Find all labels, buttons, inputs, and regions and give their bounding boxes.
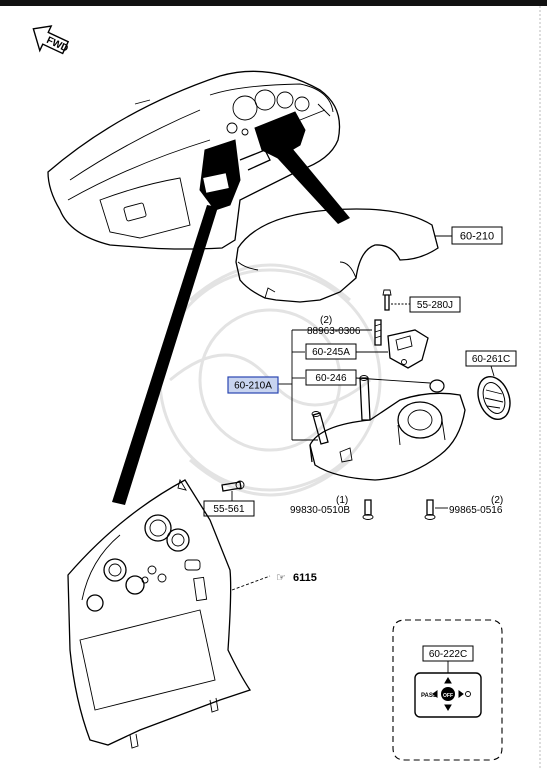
lower-column-cover bbox=[309, 375, 466, 481]
callout-60-222C: 60-222C bbox=[429, 649, 467, 660]
upper-column-cover bbox=[235, 208, 439, 303]
hazard-switch: OFF PASS bbox=[414, 672, 482, 718]
screw-99865-0516 bbox=[424, 499, 436, 520]
leader-6115 bbox=[231, 575, 271, 591]
callout-box-60-210 bbox=[451, 226, 503, 245]
callout-60-261C: 60-261C bbox=[472, 354, 510, 365]
callout-55-561: 55-561 bbox=[213, 504, 245, 515]
switch-off-label: OFF bbox=[443, 693, 453, 699]
qty-88963-0306: (2) bbox=[320, 315, 332, 326]
callout-60-210A: 60-210A bbox=[234, 381, 272, 392]
spec-99830-0510B: 99830-0510B bbox=[290, 505, 350, 516]
leader-wedge-left bbox=[112, 205, 218, 505]
callout-60-245A: 60-245A bbox=[312, 347, 350, 358]
switch-pass-label: PASS bbox=[421, 693, 437, 699]
cap-60-261C bbox=[477, 375, 511, 421]
spec-99865-0516: 99865-0516 bbox=[449, 505, 503, 516]
qty-99865-0516: (2) bbox=[491, 495, 503, 506]
bolt-55-561 bbox=[221, 480, 245, 492]
ref-6115: 6115 bbox=[293, 572, 317, 584]
callout-box-60-210A bbox=[227, 376, 279, 394]
screw-99830-0510B bbox=[362, 499, 374, 520]
callout-60-246: 60-246 bbox=[315, 373, 347, 384]
fwd-arrow-icon: FWD bbox=[32, 25, 70, 55]
ref-symbol: ☞ bbox=[276, 572, 286, 584]
qty-99830-0510B: (1) bbox=[336, 495, 348, 506]
callout-box-55-561 bbox=[203, 500, 255, 517]
screw-88963-0306 bbox=[374, 319, 382, 346]
instrument-panel-lower bbox=[67, 478, 252, 749]
inset-box bbox=[392, 619, 503, 761]
callout-box-60-246 bbox=[305, 369, 357, 386]
spec-88963-0306: 88963-0306 bbox=[307, 326, 361, 337]
bracket-60-245A bbox=[387, 329, 429, 369]
callout-box-60-245A bbox=[305, 343, 357, 360]
leader-wedge-top bbox=[268, 148, 350, 224]
top-border-bar bbox=[0, 0, 547, 6]
leader-60-261C bbox=[490, 365, 495, 377]
callout-55-280J: 55-280J bbox=[417, 300, 453, 311]
plug-cap bbox=[429, 379, 445, 393]
screw-55-280J bbox=[382, 289, 392, 311]
fwd-label: FWD bbox=[45, 35, 70, 55]
dashboard-illustration bbox=[47, 70, 341, 250]
callout-60-210: 60-210 bbox=[460, 231, 494, 243]
callout-box-55-280J bbox=[409, 296, 461, 313]
